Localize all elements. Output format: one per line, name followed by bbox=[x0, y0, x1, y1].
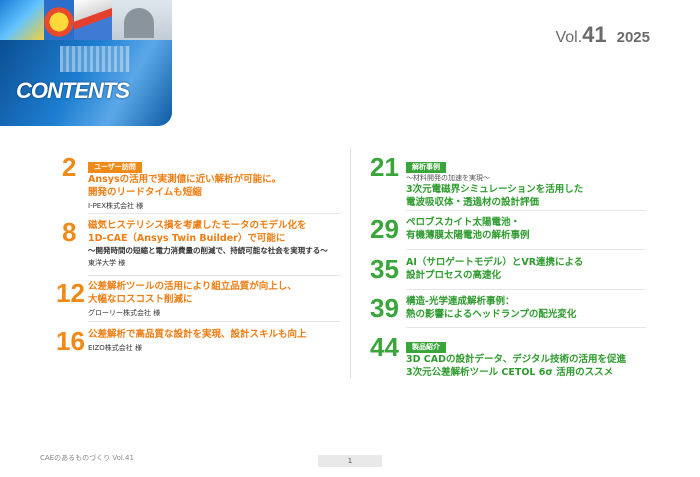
volume-label: Vol.41 2025 bbox=[555, 22, 650, 48]
page-number: 16 bbox=[56, 326, 85, 356]
entry-title-line: 3D CADの設計データ、デジタル技術の活用を促進 bbox=[406, 354, 627, 365]
company-name: I-PEX株式会社 様 bbox=[88, 202, 144, 210]
category-badge: 製品紹介 bbox=[406, 342, 446, 353]
entry-title-line: 3次元公差解析ツール CETOL 6σ 活用のススメ bbox=[406, 367, 614, 378]
entry-title-line: 有機薄膜太陽電池の解析事例 bbox=[406, 230, 530, 241]
company-name: EIZO株式会社 様 bbox=[88, 344, 143, 352]
entry-title-line: 熱の影響によるヘッドランプの配光変化 bbox=[406, 309, 577, 320]
entry-title-line: 3次元電磁界シミュレーションを活用した bbox=[406, 184, 584, 195]
entry-title-line: ペロブスカイト太陽電池・ bbox=[406, 217, 521, 228]
entry-separator bbox=[88, 321, 340, 322]
entry-title-line: 磁気ヒステリシス損を考慮したモータのモデル化を bbox=[88, 220, 307, 231]
page-number: 35 bbox=[370, 254, 399, 284]
company-name: 東洋大学 様 bbox=[88, 259, 126, 267]
vol-number: 41 bbox=[582, 22, 607, 47]
company-name: グローリー株式会社 様 bbox=[88, 309, 161, 317]
entry-title-line: 設計プロセスの高速化 bbox=[406, 270, 502, 281]
page-number: 39 bbox=[370, 293, 399, 323]
entry-separator bbox=[88, 213, 340, 214]
entry-separator bbox=[88, 275, 340, 276]
entry-separator bbox=[406, 210, 646, 211]
header-collage-image: CONTENTS bbox=[0, 0, 172, 126]
vol-prefix: Vol. bbox=[555, 29, 583, 46]
vol-year: 2025 bbox=[616, 29, 650, 46]
page-number: 44 bbox=[370, 332, 399, 362]
entry-title-line: 開発のリードタイムも短縮 bbox=[88, 187, 202, 198]
publication-footer: CAEのあるものづくり Vol.41 bbox=[40, 454, 134, 462]
entry-title-line: 電波吸収体・透過材の設計評価 bbox=[406, 197, 540, 208]
entry-lead: ～材料開発の加速を実現～ bbox=[406, 174, 490, 182]
entry-separator bbox=[406, 249, 646, 250]
entry-title-line: 大幅なロスコスト削減に bbox=[88, 294, 193, 305]
entry-separator bbox=[406, 289, 646, 290]
page-number: 2 bbox=[62, 152, 77, 182]
page-folio: 1 bbox=[318, 455, 382, 467]
entry-title-line: 構造-光学連成解析事例： bbox=[406, 296, 515, 307]
entry-separator bbox=[406, 327, 646, 328]
entry-title-line: AI（サロゲートモデル）とVR連携による bbox=[406, 257, 584, 268]
entry-subtitle: ～開発時間の短縮と電力消費量の削減で、持続可能な社会を実現する～ bbox=[88, 246, 328, 255]
page-number: 21 bbox=[370, 152, 399, 182]
category-badge: ユーザー訪問 bbox=[88, 162, 142, 173]
page-number: 29 bbox=[370, 214, 399, 244]
page-number: 8 bbox=[62, 217, 77, 247]
page-number: 12 bbox=[56, 278, 85, 308]
entry-title-line: 1D-CAE（Ansys Twin Builder）で可能に bbox=[88, 233, 286, 244]
column-divider bbox=[350, 148, 351, 378]
category-badge: 解析事例 bbox=[406, 162, 446, 173]
entry-title-line: 公差解析で高品質な設計を実現、設計スキルも向上 bbox=[88, 329, 307, 340]
entry-title-line: Ansysの活用で実測値に近い解析が可能に。 bbox=[88, 174, 282, 185]
contents-title: CONTENTS bbox=[16, 78, 130, 103]
entry-title-line: 公差解析ツールの活用により組立品質が向上し、 bbox=[88, 281, 297, 292]
